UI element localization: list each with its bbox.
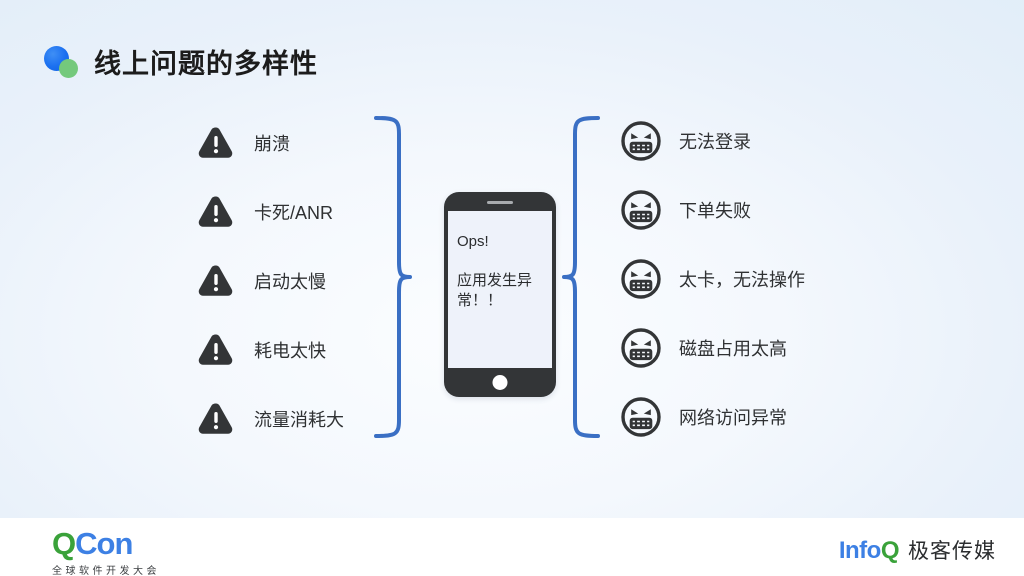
list-item: 流量消耗大	[193, 396, 344, 442]
list-item: 卡死/ANR	[193, 189, 344, 235]
list-item-label: 耗电太快	[254, 341, 326, 361]
qcon-wordmark: QCon	[52, 528, 160, 559]
phone-screen: Ops! 应用发生异常！！	[448, 211, 552, 368]
list-item-label: 无法登录	[679, 132, 751, 152]
list-item-label: 网络访问异常	[679, 408, 787, 428]
right-curly-brace	[560, 112, 604, 442]
slide-footer: QCon 全球软件开发大会 InfoQ 极客传媒	[0, 518, 1024, 576]
phone-home-button[interactable]	[492, 375, 508, 390]
phone-speaker-icon	[487, 201, 513, 204]
warning-triangle-icon	[193, 189, 239, 235]
angry-face-icon	[618, 118, 664, 164]
slide-header: 线上问题的多样性	[44, 42, 318, 81]
list-item-label: 磁盘占用太高	[679, 339, 787, 359]
qcon-logo: QCon 全球软件开发大会	[52, 528, 160, 576]
list-item: 太卡，无法操作	[618, 256, 805, 302]
phone-screen-line1: Ops!	[457, 233, 489, 250]
angry-face-icon	[618, 187, 664, 233]
list-item-label: 崩溃	[254, 134, 290, 154]
infoq-info-letters: Info	[838, 537, 881, 564]
qcon-con-letters: Con	[75, 526, 133, 561]
qcon-subtitle: 全球软件开发大会	[52, 566, 160, 576]
list-item: 耗电太快	[193, 327, 344, 373]
angry-face-icon	[618, 394, 664, 440]
list-item: 磁盘占用太高	[618, 325, 805, 371]
angry-face-icon	[618, 256, 664, 302]
phone-screen-line2: 应用发生异常！！	[457, 272, 533, 310]
list-item: 无法登录	[618, 118, 805, 164]
list-item-label: 卡死/ANR	[254, 203, 334, 223]
list-item-label: 下单失败	[679, 201, 751, 221]
list-item: 网络访问异常	[618, 394, 805, 440]
qcon-dot-logo-icon	[44, 44, 80, 80]
infoq-chinese-name: 极客传媒	[908, 540, 996, 563]
list-item-label: 太卡，无法操作	[679, 270, 805, 290]
angry-face-icon	[618, 325, 664, 371]
infoq-q-letter: Q	[880, 537, 900, 564]
warning-triangle-icon	[193, 327, 239, 373]
left-issue-list: 崩溃 卡死/ANR 启动太慢 耗电太快 流量消耗大	[193, 120, 344, 442]
right-issue-list: 无法登录 下单失败 太卡，无法操作 磁盘占用太高 网络访问异常	[618, 118, 805, 440]
infoq-wordmark: InfoQ	[838, 537, 900, 564]
warning-triangle-icon	[193, 396, 239, 442]
infoq-logo: InfoQ 极客传媒	[839, 535, 996, 565]
list-item: 启动太慢	[193, 258, 344, 304]
qcon-q-letter: Q	[52, 526, 76, 561]
green-circle-icon	[59, 58, 78, 78]
list-item: 崩溃	[193, 120, 344, 166]
list-item: 下单失败	[618, 187, 805, 233]
left-curly-brace	[370, 112, 414, 442]
list-item-label: 流量消耗大	[254, 410, 344, 430]
warning-triangle-icon	[193, 120, 239, 166]
page-title: 线上问题的多样性	[94, 49, 318, 79]
warning-triangle-icon	[193, 258, 239, 304]
list-item-label: 启动太慢	[254, 272, 326, 292]
smartphone-mockup: Ops! 应用发生异常！！	[444, 192, 556, 397]
